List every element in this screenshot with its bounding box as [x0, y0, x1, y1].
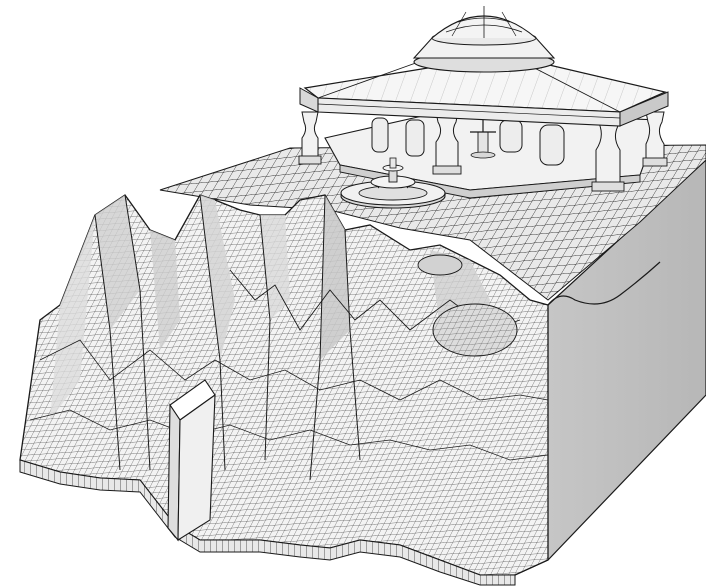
- column: [642, 111, 668, 167]
- column: [539, 124, 565, 166]
- column: [371, 117, 389, 153]
- dome: [412, 6, 556, 73]
- terrain-mesh: [19, 194, 549, 586]
- column: [405, 119, 425, 157]
- column: [591, 114, 625, 192]
- column: [432, 111, 462, 175]
- column: [499, 119, 523, 153]
- fountain: [340, 157, 446, 209]
- pavilion-columns-front: [298, 111, 668, 192]
- column: [298, 111, 322, 165]
- pavilion-columns-back: [371, 117, 565, 166]
- pavilion-roof: [299, 39, 669, 127]
- front-slab: [167, 379, 216, 542]
- statue: [470, 120, 496, 159]
